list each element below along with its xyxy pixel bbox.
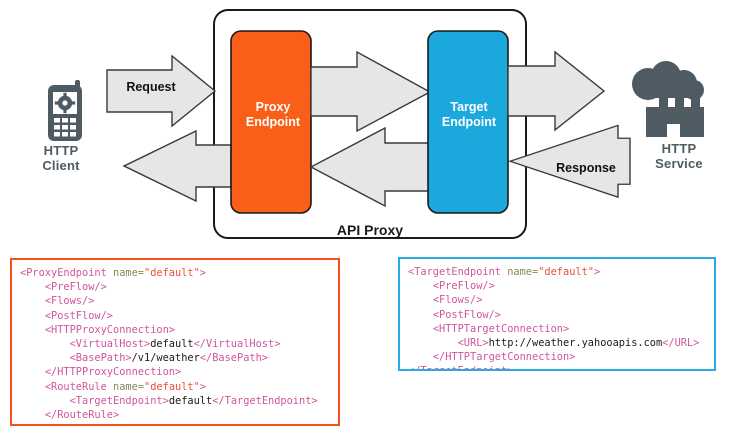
code-line: </HTTPTargetConnection> (408, 350, 706, 364)
service-response-arrow (507, 124, 631, 199)
code-token-tag: > (199, 267, 206, 279)
target-endpoint-box[interactable] (427, 30, 509, 214)
code-token-txt (408, 309, 433, 321)
code-token-tag: </ProxyEndpoint> (20, 423, 119, 424)
code-line: <Flows/> (408, 293, 706, 307)
code-line: <BasePath>/v1/weather</BasePath> (20, 351, 330, 365)
code-token-txt (408, 323, 433, 335)
code-token-txt (20, 281, 45, 293)
code-token-tag: <Flows/> (432, 294, 483, 307)
code-line: <PostFlow/> (20, 309, 330, 323)
http-client-label: HTTP Client (22, 143, 100, 173)
code-token-txt (20, 310, 45, 322)
code-token-tag: <PostFlow/> (44, 309, 114, 322)
http-service-label: HTTP Service (640, 141, 718, 171)
code-line: </HTTPProxyConnection> (20, 365, 330, 379)
code-token-tag: </HTTPProxyConnection> (44, 366, 182, 379)
code-token-val: "default" (144, 267, 200, 279)
code-token-txt (408, 351, 433, 363)
code-token-txt (408, 294, 433, 306)
code-token-attr: name= (507, 266, 539, 278)
code-token-tag: <VirtualHost> (69, 338, 151, 351)
code-token-attr: name= (113, 380, 145, 393)
code-line: <URL>http://weather.yahooapis.com</URL> (408, 336, 706, 350)
code-token-txt (20, 366, 45, 378)
target-to-proxy-arrow (309, 126, 431, 208)
code-line: <HTTPProxyConnection> (20, 323, 330, 337)
proxy-to-target-arrow (310, 50, 432, 133)
code-line: <PreFlow/> (20, 280, 330, 294)
code-token-tag: <URL> (457, 337, 489, 350)
http-client-label-line1: HTTP (43, 143, 79, 158)
code-token-txt (20, 324, 45, 336)
code-token-val: "default" (538, 266, 594, 278)
code-token-val: "default" (144, 380, 200, 393)
code-token-txt (20, 409, 45, 421)
code-token-tag: <ProxyEndpoint (20, 267, 113, 279)
code-line: <TargetEndpoint>default</TargetEndpoint> (20, 394, 330, 408)
code-token-txt (20, 352, 70, 364)
code-line: <RouteRule name="default"> (20, 380, 330, 394)
code-token-tag: <TargetEndpoint> (69, 394, 169, 407)
code-token-tag: </TargetEndpoint> (408, 365, 513, 369)
code-token-tag: </VirtualHost> (193, 338, 281, 351)
code-token-txt (20, 338, 70, 350)
code-token-txt: default (150, 338, 194, 351)
api-proxy-diagram: Request Response Proxy Endpoint Target E… (22, 9, 718, 239)
code-token-tag: <BasePath> (69, 352, 132, 365)
cloud-shape (632, 61, 704, 100)
code-token-tag: <HTTPProxyConnection> (44, 323, 175, 336)
code-token-txt: default (168, 394, 213, 407)
diagram-svg (48, 9, 704, 239)
code-line: <ProxyEndpoint name="default"> (20, 266, 330, 280)
api-proxy-label: API Proxy (336, 222, 404, 238)
service-request-arrow (507, 50, 606, 132)
factory-shape (646, 95, 704, 137)
code-line: <HTTPTargetConnection> (408, 322, 706, 336)
http-service-label-line2: Service (655, 156, 703, 171)
code-token-tag: </URL> (662, 337, 700, 350)
mobile-phone-gear-icon (48, 80, 82, 141)
code-token-txt (20, 381, 45, 393)
code-line: <PreFlow/> (408, 279, 706, 293)
cloud-factory-icon (632, 61, 704, 137)
code-token-tag: </RouteRule> (44, 409, 120, 422)
proxy-endpoint-box[interactable] (230, 30, 312, 214)
code-line: <PostFlow/> (408, 308, 706, 322)
code-token-tag: <Flows/> (44, 295, 95, 308)
code-token-txt (408, 280, 433, 292)
code-token-tag: </BasePath> (199, 352, 269, 365)
code-line: <VirtualHost>default</VirtualHost> (20, 337, 330, 351)
code-token-tag: </TargetEndpoint> (212, 394, 318, 407)
code-token-tag: <TargetEndpoint (408, 266, 508, 278)
code-line: <Flows/> (20, 294, 330, 308)
http-service-label-line1: HTTP (661, 141, 697, 156)
code-token-tag: > (594, 266, 601, 278)
code-line: </RouteRule> (20, 408, 330, 422)
code-token-tag: <PostFlow/> (432, 308, 502, 321)
target-endpoint-code-block: <TargetEndpoint name="default"> <PreFlow… (398, 257, 716, 371)
code-token-txt: http://weather.yahooapis.com (488, 337, 663, 350)
code-token-txt (408, 337, 458, 349)
code-token-tag: <PreFlow/> (44, 281, 107, 294)
code-line: </ProxyEndpoint> (20, 422, 330, 424)
code-token-txt: /v1/weather (131, 352, 200, 365)
code-token-tag: <RouteRule (44, 380, 114, 393)
code-token-tag: <PreFlow/> (432, 280, 495, 293)
code-token-tag: > (199, 380, 207, 393)
code-token-txt (20, 395, 70, 407)
code-token-txt (20, 295, 45, 307)
http-client-label-line2: Client (42, 158, 80, 173)
code-line: <TargetEndpoint name="default"> (408, 265, 706, 279)
code-token-attr: name= (113, 267, 144, 279)
request-arrow (106, 54, 217, 128)
code-token-tag: </HTTPTargetConnection> (432, 351, 576, 364)
code-token-tag: <HTTPTargetConnection> (432, 322, 570, 335)
code-line: </TargetEndpoint> (408, 364, 706, 369)
proxy-endpoint-code-block: <ProxyEndpoint name="default"> <PreFlow/… (10, 258, 340, 426)
